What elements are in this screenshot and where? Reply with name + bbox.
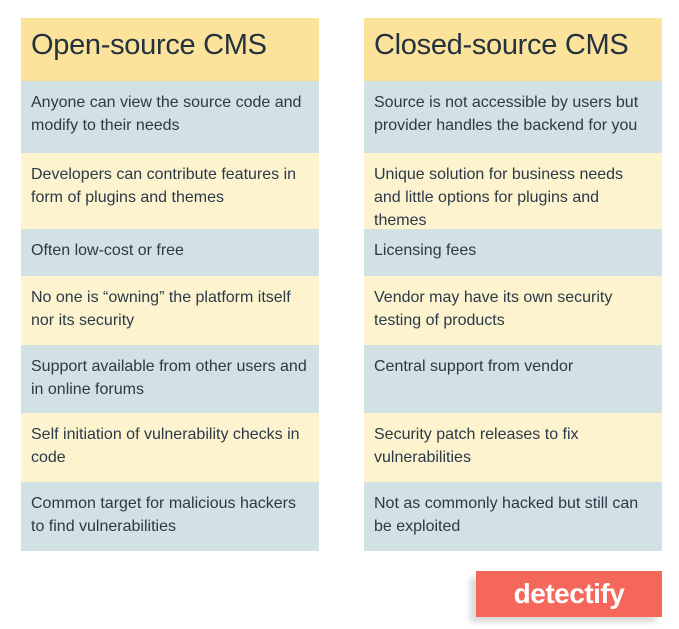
table-row: Developers can contribute features in fo… [21,153,319,229]
table-row: Not as commonly hacked but still can be … [364,482,662,551]
column-header-closed-source: Closed-source CMS [364,18,662,81]
table-row: Common target for malicious hackers to f… [21,482,319,551]
table-row: No one is “owning” the platform itself n… [21,276,319,345]
table-row: Anyone can view the source code and modi… [21,81,319,153]
open-source-column: Open-source CMS Anyone can view the sour… [21,18,319,551]
table-row: Licensing fees [364,229,662,276]
table-row: Security patch releases to fix vulnerabi… [364,413,662,482]
table-row: Vendor may have its own security testing… [364,276,662,345]
closed-source-column: Closed-source CMS Source is not accessib… [364,18,662,551]
table-row: Self initiation of vulnerability checks … [21,413,319,482]
table-row: Support available from other users and i… [21,345,319,413]
table-row: Often low-cost or free [21,229,319,276]
column-header-open-source: Open-source CMS [21,18,319,81]
table-row: Unique solution for business needs and l… [364,153,662,229]
detectify-logo: detectify [476,571,662,617]
table-row: Source is not accessible by users but pr… [364,81,662,153]
table-row: Central support from vendor [364,345,662,413]
logo-text: detectify [513,578,625,609]
